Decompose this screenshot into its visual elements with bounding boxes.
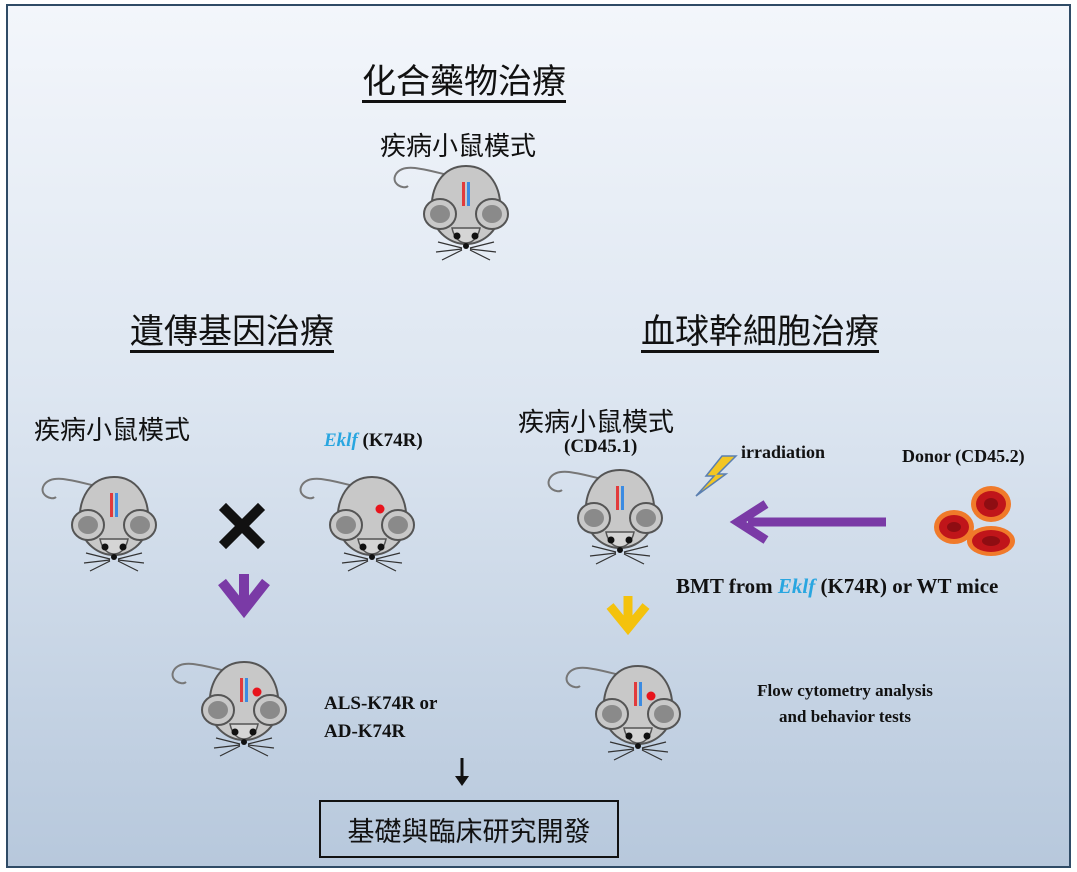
eklf-k74r-mouse-icon: [299, 476, 415, 572]
diagram-frame: 化合藥物治療 遺傳基因治療 血球幹細胞治療 疾病小鼠模式 疾病小鼠模式 Eklf…: [6, 4, 1071, 868]
heading-chemical-therapy: 化合藥物治療: [362, 62, 566, 102]
bmt-suffix: (K74R) or WT mice: [815, 574, 999, 598]
purple-down-arrow-icon: [218, 574, 270, 619]
left-disease-mouse-icon: [41, 476, 157, 572]
offspring-label: ALS-K74R or AD-K74R: [324, 690, 437, 746]
conclusion-label: 基礎與臨床研究開發: [347, 816, 591, 848]
bmt-label: BMT from Eklf (K74R) or WT mice: [676, 574, 998, 599]
offspring-label-line1: ALS-K74R or: [324, 693, 438, 714]
bmt-prefix: BMT from: [676, 574, 778, 598]
offspring-mouse-icon: [171, 661, 287, 757]
treated-mouse-icon: [565, 665, 681, 761]
right-disease-model-label: 疾病小鼠模式: [518, 408, 675, 438]
heading-genetic-therapy: 遺傳基因治療: [130, 312, 334, 352]
bmt-gene-name: Eklf: [777, 574, 816, 598]
cd45-1-label: (CD45.1): [564, 436, 638, 457]
eklf-mutant-label: Eklf (K74R): [324, 430, 423, 452]
cross-icon: [218, 502, 266, 550]
top-disease-mouse-icon: [393, 165, 509, 261]
black-down-arrow-icon: [455, 758, 469, 786]
left-disease-model-label: 疾病小鼠模式: [34, 416, 191, 446]
red-blood-cells-icon: [934, 486, 1015, 556]
yellow-down-arrow-icon: [606, 596, 650, 636]
flow-label-line2: and behavior tests: [779, 707, 911, 726]
offspring-label-line2: AD-K74R: [324, 721, 406, 742]
top-disease-model-label: 疾病小鼠模式: [380, 132, 537, 162]
eklf-mutation: (K74R): [357, 430, 423, 451]
heading-stem-cell-therapy: 血球幹細胞治療: [641, 312, 879, 352]
flow-label-line1: Flow cytometry analysis: [757, 681, 933, 700]
lightning-bolt-icon: [695, 455, 738, 497]
diagram-graphics: [41, 165, 1015, 786]
donor-label: Donor (CD45.2): [902, 446, 1025, 466]
purple-left-arrow-icon: [729, 500, 886, 544]
irradiation-label: irradiation: [741, 442, 825, 462]
eklf-gene-name: Eklf: [324, 430, 358, 451]
flow-cytometry-label: Flow cytometry analysis and behavior test…: [720, 678, 970, 730]
right-disease-mouse-icon: [547, 469, 663, 565]
conclusion-box: 基礎與臨床研究開發: [319, 800, 619, 858]
